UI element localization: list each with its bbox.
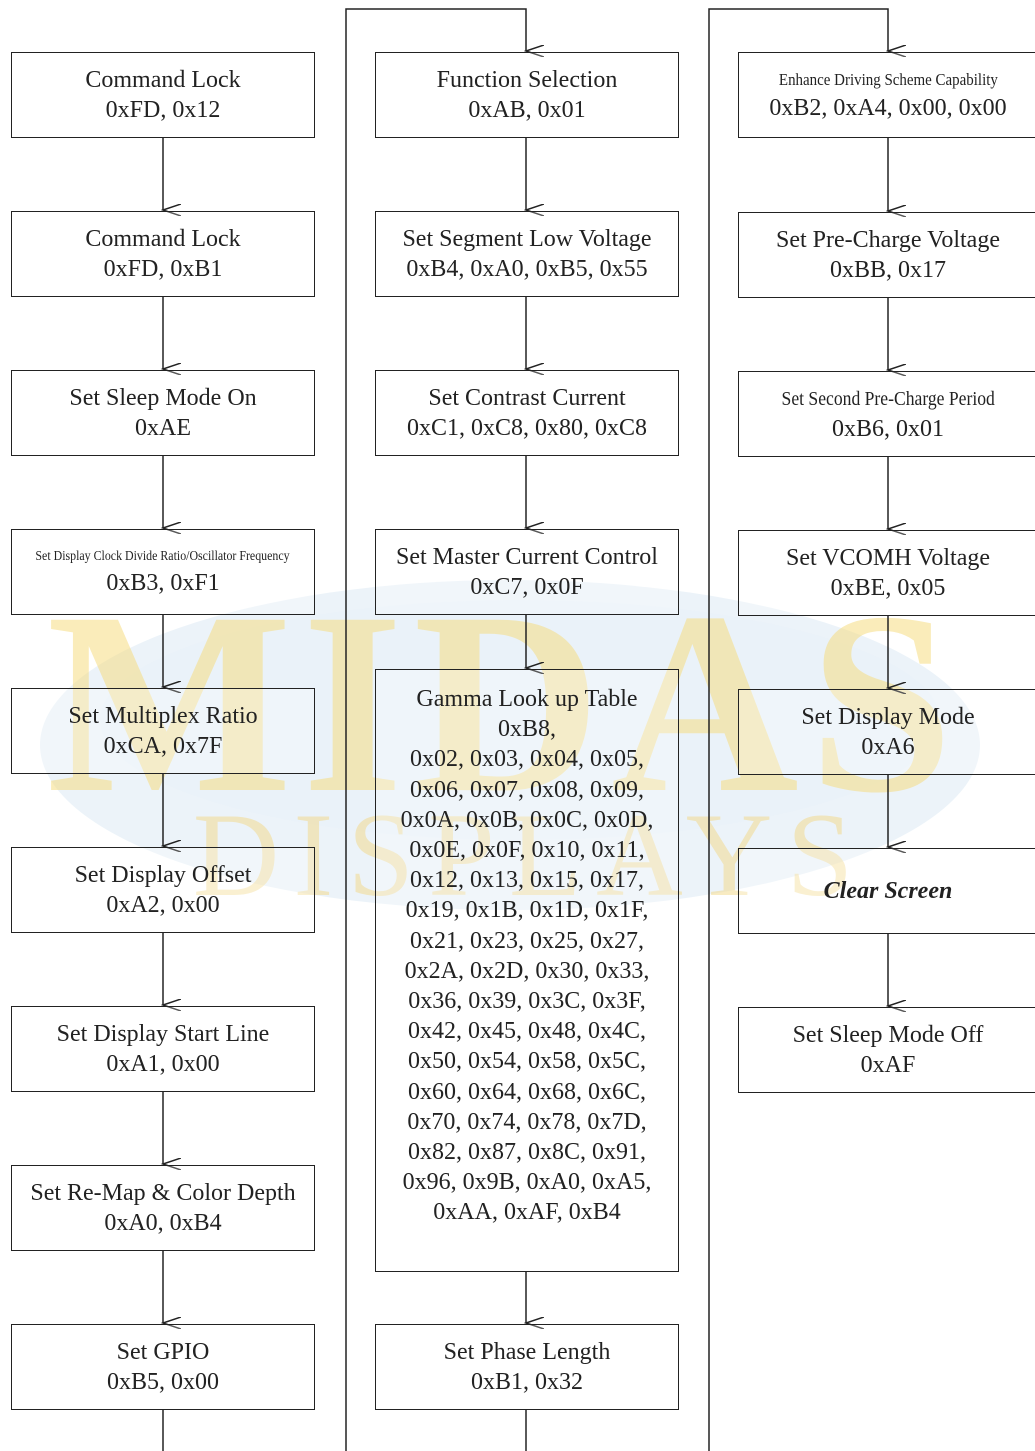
gamma-line: 0x02, 0x03, 0x04, 0x05, bbox=[410, 746, 644, 773]
step-remap-color-depth: Set Re-Map & Color Depth 0xA0, 0xB4 bbox=[11, 1165, 315, 1251]
step-title: Set Display Offset bbox=[74, 862, 252, 888]
step-display-start-line: Set Display Start Line 0xA1, 0x00 bbox=[11, 1006, 315, 1092]
step-title: Function Selection bbox=[436, 67, 618, 93]
step-vcomh-voltage: Set VCOMH Voltage 0xBE, 0x05 bbox=[738, 530, 1035, 616]
step-second-pre-charge: Set Second Pre-Charge Period 0xB6, 0x01 bbox=[738, 371, 1035, 457]
step-code: 0xAB, 0x01 bbox=[468, 97, 586, 123]
step-sleep-mode-off: Set Sleep Mode Off 0xAF bbox=[738, 1007, 1035, 1093]
gamma-line: 0x2A, 0x2D, 0x30, 0x33, bbox=[404, 957, 650, 984]
step-title: Set Pre-Charge Voltage bbox=[776, 227, 1000, 253]
gamma-line: 0x36, 0x39, 0x3C, 0x3F, bbox=[408, 988, 646, 1015]
watermark-subtitle: DISPLAYS bbox=[193, 788, 867, 921]
step-title: Set Multiplex Ratio bbox=[68, 703, 258, 729]
step-code: 0xBB, 0x17 bbox=[829, 257, 946, 283]
step-command-lock-1: Command Lock 0xFD, 0x12 bbox=[11, 52, 315, 138]
step-code: 0xA2, 0x00 bbox=[106, 892, 220, 918]
watermark-title: MIDAS bbox=[47, 559, 964, 847]
step-code: 0xAE bbox=[135, 415, 191, 441]
step-title: Set Sleep Mode Off bbox=[792, 1022, 984, 1048]
step-title: Gamma Look up Table bbox=[416, 686, 638, 712]
step-title: Set Sleep Mode On bbox=[69, 385, 257, 411]
step-code: 0xC1, 0xC8, 0x80, 0xC8 bbox=[406, 415, 648, 441]
step-title: Set Master Current Control bbox=[396, 544, 658, 570]
step-clock-divide: Set Display Clock Divide Ratio/Oscillato… bbox=[11, 529, 315, 615]
step-code: 0xB3, 0xF1 bbox=[106, 570, 220, 596]
step-multiplex-ratio: Set Multiplex Ratio 0xCA, 0x7F bbox=[11, 688, 315, 774]
step-phase-length: Set Phase Length 0xB1, 0x32 bbox=[375, 1324, 679, 1410]
step-gpio: Set GPIO 0xB5, 0x00 bbox=[11, 1324, 315, 1410]
connector-feed bbox=[708, 8, 888, 1451]
step-gamma-lookup-table: Gamma Look up Table 0xB8, 0x02, 0x03, 0x… bbox=[375, 669, 679, 1272]
step-code: 0xFD, 0xB1 bbox=[103, 256, 223, 282]
step-title: Set Segment Low Voltage bbox=[402, 226, 652, 252]
step-contrast-current: Set Contrast Current 0xC1, 0xC8, 0x80, 0… bbox=[375, 370, 679, 456]
step-display-offset: Set Display Offset 0xA2, 0x00 bbox=[11, 847, 315, 933]
step-code: 0xB2, 0xA4, 0x00, 0x00 bbox=[769, 95, 1007, 121]
step-code: 0xBE, 0x05 bbox=[830, 575, 946, 601]
step-enhance-driving-scheme: Enhance Driving Scheme Capability 0xB2, … bbox=[738, 52, 1035, 138]
step-code: 0xC7, 0x0F bbox=[470, 574, 584, 600]
step-title: Set Phase Length bbox=[443, 1339, 611, 1365]
gamma-line: 0x82, 0x87, 0x8C, 0x91, bbox=[407, 1139, 646, 1166]
step-code: 0xB1, 0x32 bbox=[470, 1369, 583, 1395]
step-title: Set Display Mode bbox=[801, 704, 975, 730]
gamma-line: 0x96, 0x9B, 0xA0, 0xA5, bbox=[402, 1169, 652, 1196]
step-title: Clear Screen bbox=[823, 878, 953, 904]
step-code: 0xA0, 0xB4 bbox=[104, 1210, 222, 1236]
step-code: 0xCA, 0x7F bbox=[103, 733, 223, 759]
step-segment-low-voltage: Set Segment Low Voltage 0xB4, 0xA0, 0xB5… bbox=[375, 211, 679, 297]
step-title: Set Display Start Line bbox=[56, 1021, 270, 1047]
step-title: Set Contrast Current bbox=[428, 385, 626, 411]
step-clear-screen: Clear Screen bbox=[738, 848, 1035, 934]
step-code: 0xFD, 0x12 bbox=[105, 97, 221, 123]
gamma-line: 0xAA, 0xAF, 0xB4 bbox=[433, 1199, 621, 1226]
gamma-line: 0x19, 0x1B, 0x1D, 0x1F, bbox=[405, 897, 649, 924]
gamma-line: 0x0A, 0x0B, 0x0C, 0x0D, bbox=[400, 806, 654, 833]
step-code: 0xAF bbox=[860, 1052, 916, 1078]
gamma-line: 0x21, 0x23, 0x25, 0x27, bbox=[410, 927, 644, 954]
step-title: Command Lock bbox=[85, 226, 241, 252]
step-function-selection: Function Selection 0xAB, 0x01 bbox=[375, 52, 679, 138]
step-title: Set VCOMH Voltage bbox=[785, 545, 991, 571]
gamma-line: 0x70, 0x74, 0x78, 0x7D, bbox=[407, 1108, 647, 1135]
step-title: Set Re-Map & Color Depth bbox=[30, 1180, 296, 1206]
step-command-lock-2: Command Lock 0xFD, 0xB1 bbox=[11, 211, 315, 297]
step-master-current: Set Master Current Control 0xC7, 0x0F bbox=[375, 529, 679, 615]
step-title: Enhance Driving Scheme Capability bbox=[778, 70, 998, 89]
gamma-line: 0x06, 0x07, 0x08, 0x09, bbox=[410, 776, 644, 803]
gamma-line: 0xB8, bbox=[497, 716, 556, 743]
step-title: Set Second Pre-Charge Period bbox=[781, 388, 995, 410]
gamma-line: 0x0E, 0x0F, 0x10, 0x11, bbox=[409, 837, 645, 864]
step-code: 0xB6, 0x01 bbox=[831, 416, 944, 442]
gamma-line: 0x12, 0x13, 0x15, 0x17, bbox=[410, 867, 644, 894]
step-display-mode: Set Display Mode 0xA6 bbox=[738, 689, 1035, 775]
connector-feed bbox=[345, 8, 526, 1451]
step-sleep-mode-on: Set Sleep Mode On 0xAE bbox=[11, 370, 315, 456]
step-code: 0xA1, 0x00 bbox=[106, 1051, 220, 1077]
gamma-line: 0x60, 0x64, 0x68, 0x6C, bbox=[407, 1078, 646, 1105]
step-title: Set GPIO bbox=[116, 1339, 210, 1365]
gamma-line: 0x50, 0x54, 0x58, 0x5C, bbox=[407, 1048, 646, 1075]
step-code: 0xA6 bbox=[861, 734, 915, 760]
step-title: Command Lock bbox=[85, 67, 241, 93]
step-code: 0xB4, 0xA0, 0xB5, 0x55 bbox=[406, 256, 648, 282]
step-code: 0xB5, 0x00 bbox=[106, 1369, 219, 1395]
step-title: Set Display Clock Divide Ratio/Oscillato… bbox=[35, 549, 291, 564]
gamma-line: 0x42, 0x45, 0x48, 0x4C, bbox=[407, 1018, 646, 1045]
step-pre-charge-voltage: Set Pre-Charge Voltage 0xBB, 0x17 bbox=[738, 212, 1035, 298]
